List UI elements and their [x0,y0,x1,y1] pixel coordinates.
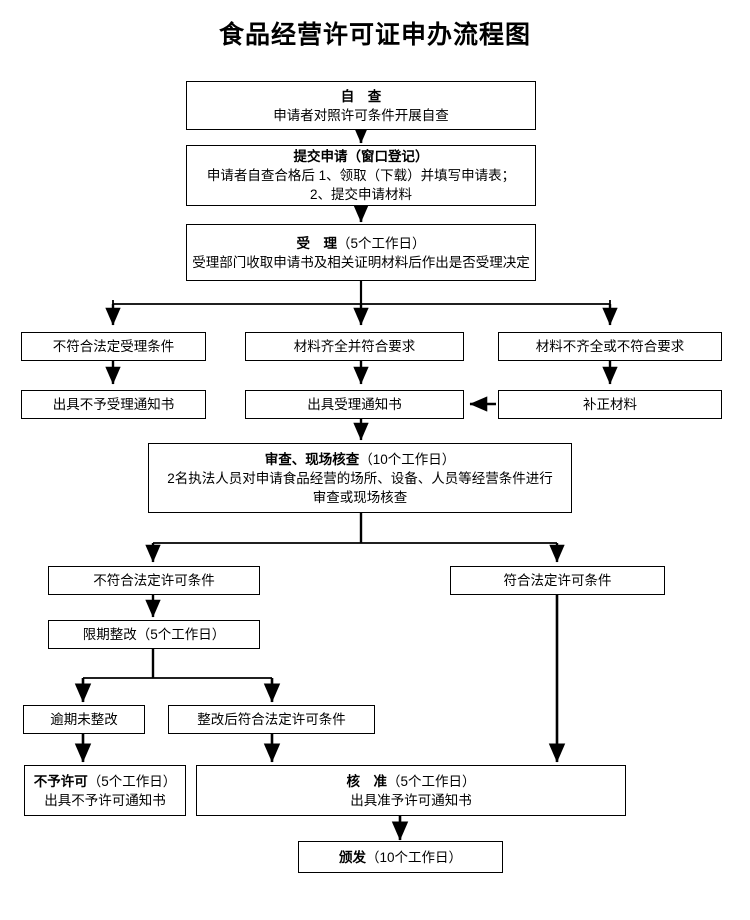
node-self-check[interactable]: 自 查 申请者对照许可条件开展自查 [186,81,536,130]
node-overdue-not-rectified-label: 逾期未整改 [50,712,118,727]
node-rectify-within-deadline[interactable]: 限期整改（5个工作日） [48,620,260,649]
node-issue-license-header: 颁发（10个工作日） [339,848,462,867]
node-supplement-materials-label: 补正材料 [583,397,637,412]
node-acceptance[interactable]: 受 理（5个工作日） 受理部门收取申请书及相关证明材料后作出是否受理决定 [186,224,536,281]
node-issue-non-acceptance-notice-label: 出具不予受理通知书 [52,397,175,412]
node-issue-license-header-text: 颁发 [338,849,366,865]
node-materials-incomplete-label: 材料不齐全或不符合要求 [535,339,685,354]
page-title: 食品经营许可证申办流程图 [218,21,531,49]
node-submit-application-line-2: 2、提交申请材料 [309,187,412,202]
node-review-onsite-inspection-header-text: 审查、现场核查 [264,451,360,467]
node-not-meet-license-conditions-label: 不符合法定许可条件 [93,573,215,588]
node-not-meet-acceptance-conditions[interactable]: 不符合法定受理条件 [21,332,206,361]
node-not-meet-license-conditions[interactable]: 不符合法定许可条件 [48,566,260,595]
node-rectified-meets-conditions[interactable]: 整改后符合法定许可条件 [168,705,375,734]
node-review-onsite-inspection-line-2: 审查或现场核查 [312,489,408,505]
node-issue-acceptance-notice-label: 出具受理通知书 [307,397,402,412]
node-approval-header: 核 准（5个工作日） [346,772,475,791]
node-materials-complete-label: 材料齐全并符合要求 [293,339,416,354]
node-review-onsite-inspection[interactable]: 审查、现场核查（10个工作日） 2名执法人员对申请食品经营的场所、设备、人员等经… [148,443,572,513]
node-review-onsite-inspection-header-suffix: （10个工作日） [359,451,456,467]
node-submit-application[interactable]: 提交申请（窗口登记） 申请者自查合格后 1、领取（下载）并填写申请表； 2、提交… [186,145,536,206]
node-rectified-meets-conditions-label: 整改后符合法定许可条件 [197,712,346,727]
node-acceptance-header-text: 受 理 [296,235,337,251]
node-approval-header-text: 核 准 [346,773,387,789]
node-license-denied[interactable]: 不予许可（5个工作日） 出具不予许可通知书 [24,765,186,816]
node-review-onsite-inspection-header: 审查、现场核查（10个工作日） [265,450,456,469]
node-supplement-materials[interactable]: 补正材料 [498,390,722,419]
node-issue-non-acceptance-notice[interactable]: 出具不予受理通知书 [21,390,206,419]
node-overdue-not-rectified[interactable]: 逾期未整改 [23,705,145,734]
node-review-onsite-inspection-line-1: 2名执法人员对申请食品经营的场所、设备、人员等经营条件进行 [167,470,553,486]
node-materials-complete[interactable]: 材料齐全并符合要求 [245,332,464,361]
node-self-check-header: 自 查 [340,88,382,104]
node-issue-license-header-suffix: （10个工作日） [365,849,463,865]
node-not-meet-acceptance-conditions-label: 不符合法定受理条件 [52,339,175,354]
node-issue-license[interactable]: 颁发（10个工作日） [298,841,503,873]
node-approval-line-1: 出具准予许可通知书 [350,792,472,808]
node-rectify-within-deadline-label: 限期整改（5个工作日） [82,627,226,642]
node-approval-header-suffix: （5个工作日） [386,773,476,789]
node-license-denied-line-1: 出具不予许可通知书 [44,792,166,808]
node-meet-license-conditions-label: 符合法定许可条件 [503,573,612,588]
node-license-denied-header-text: 不予许可 [33,773,88,789]
node-materials-incomplete[interactable]: 材料不齐全或不符合要求 [498,332,722,361]
node-approval[interactable]: 核 准（5个工作日） 出具准予许可通知书 [196,765,626,816]
node-acceptance-header: 受 理（5个工作日） [296,234,425,253]
node-acceptance-line-1: 受理部门收取申请书及相关证明材料后作出是否受理决定 [192,254,530,270]
node-license-denied-header-suffix: （5个工作日） [87,773,177,789]
node-submit-application-header: 提交申请（窗口登记） [293,149,429,164]
node-acceptance-header-suffix: （5个工作日） [336,235,426,251]
node-self-check-line-1: 申请者对照许可条件开展自查 [273,107,449,123]
node-license-denied-header: 不予许可（5个工作日） [34,772,177,791]
node-submit-application-line-1: 申请者自查合格后 1、领取（下载）并填写申请表； [206,168,516,183]
node-meet-license-conditions[interactable]: 符合法定许可条件 [450,566,665,595]
node-issue-acceptance-notice[interactable]: 出具受理通知书 [245,390,464,419]
